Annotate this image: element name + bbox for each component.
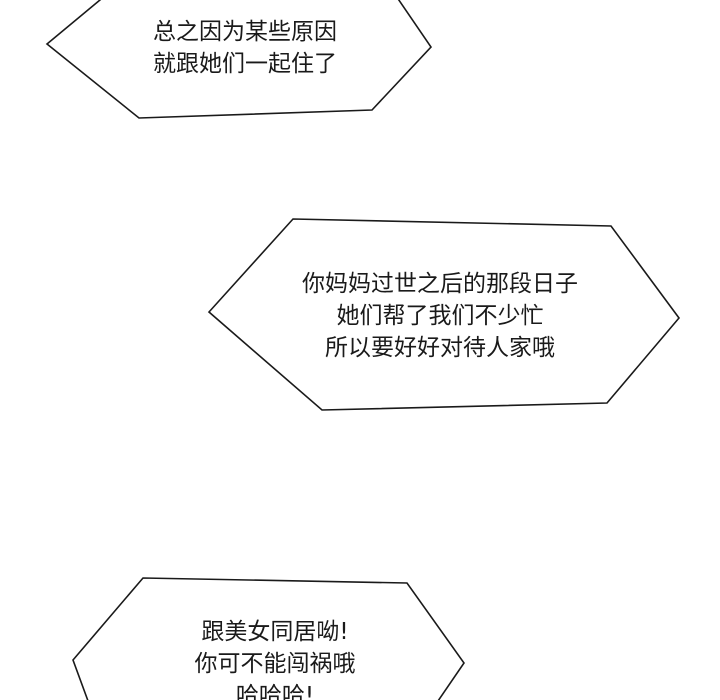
speech-bubble-3-line-1: 跟美女同居呦!: [201, 619, 349, 645]
speech-bubble-3-shape: [72, 577, 465, 700]
speech-bubble-2-line-3: 所以要好好对待人家哦: [325, 335, 555, 361]
speech-bubble-1-shape: [45, 0, 433, 119]
speech-bubble-2-text: 你妈妈过世之后的那段日子 她们帮了我们不少忙 所以要好好对待人家哦: [290, 268, 590, 364]
speech-bubble-2-shape: [207, 218, 681, 411]
speech-bubble-1: 总之因为某些原因 就跟她们一起住了: [0, 0, 720, 130]
speech-bubble-1-text: 总之因为某些原因 就跟她们一起住了: [140, 13, 350, 83]
speech-bubble-3: 跟美女同居呦! 你可不能闯祸哦 哈哈哈!: [0, 560, 720, 700]
speech-bubble-2-line-1: 你妈妈过世之后的那段日子: [302, 271, 578, 297]
speech-bubble-2: 你妈妈过世之后的那段日子 她们帮了我们不少忙 所以要好好对待人家哦: [0, 200, 720, 430]
speech-bubble-3-line-3: 哈哈哈!: [235, 683, 315, 700]
speech-bubble-1-line-1: 总之因为某些原因: [153, 19, 337, 45]
speech-bubble-2-line-2: 她们帮了我们不少忙: [336, 303, 544, 329]
speech-bubble-3-line-2: 你可不能闯祸哦: [194, 651, 356, 677]
speech-bubble-1-line-2: 就跟她们一起住了: [153, 51, 337, 77]
speech-bubble-3-text: 跟美女同居呦! 你可不能闯祸哦 哈哈哈!: [170, 616, 380, 700]
